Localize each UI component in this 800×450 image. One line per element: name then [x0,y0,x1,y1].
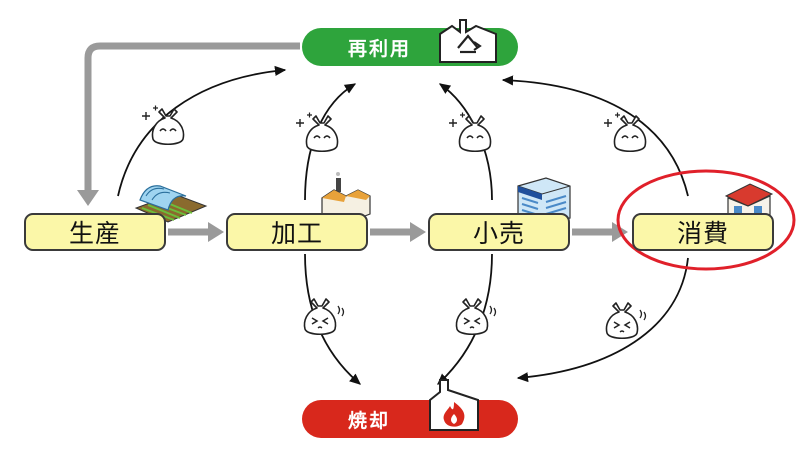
stage-arrows [168,222,628,242]
stage-retail: 小売 [428,213,570,251]
stage-processing-label: 加工 [270,219,323,248]
reuse-arrows [117,65,689,201]
highlight-ellipse [616,169,796,271]
stage-consumption-label: 消費 [676,219,729,248]
incineration-label: 焼却 [348,409,391,432]
stage-production-label: 生産 [68,219,121,248]
happy-garbage-bag-icon [295,111,339,153]
sad-garbage-bag-icon [605,302,647,340]
reuse-destination: 再利用 [302,19,518,66]
stage-consumption: 消費 [632,213,774,251]
happy-garbage-bag-icon [141,104,185,146]
reuse-to-production-arrow [84,42,300,196]
stage-retail-label: 小売 [472,219,525,248]
incineration-destination: 焼却 [302,379,518,438]
sad-garbage-bag-icon [455,298,497,336]
reuse-label: 再利用 [348,37,412,60]
stage-production: 生産 [24,213,166,251]
flame-incinerator-icon [429,379,479,431]
happy-garbage-bag-icon [603,111,647,153]
recycle-factory-icon [439,19,497,63]
stage-processing: 加工 [226,213,368,251]
happy-garbage-bag-icon [448,111,492,153]
